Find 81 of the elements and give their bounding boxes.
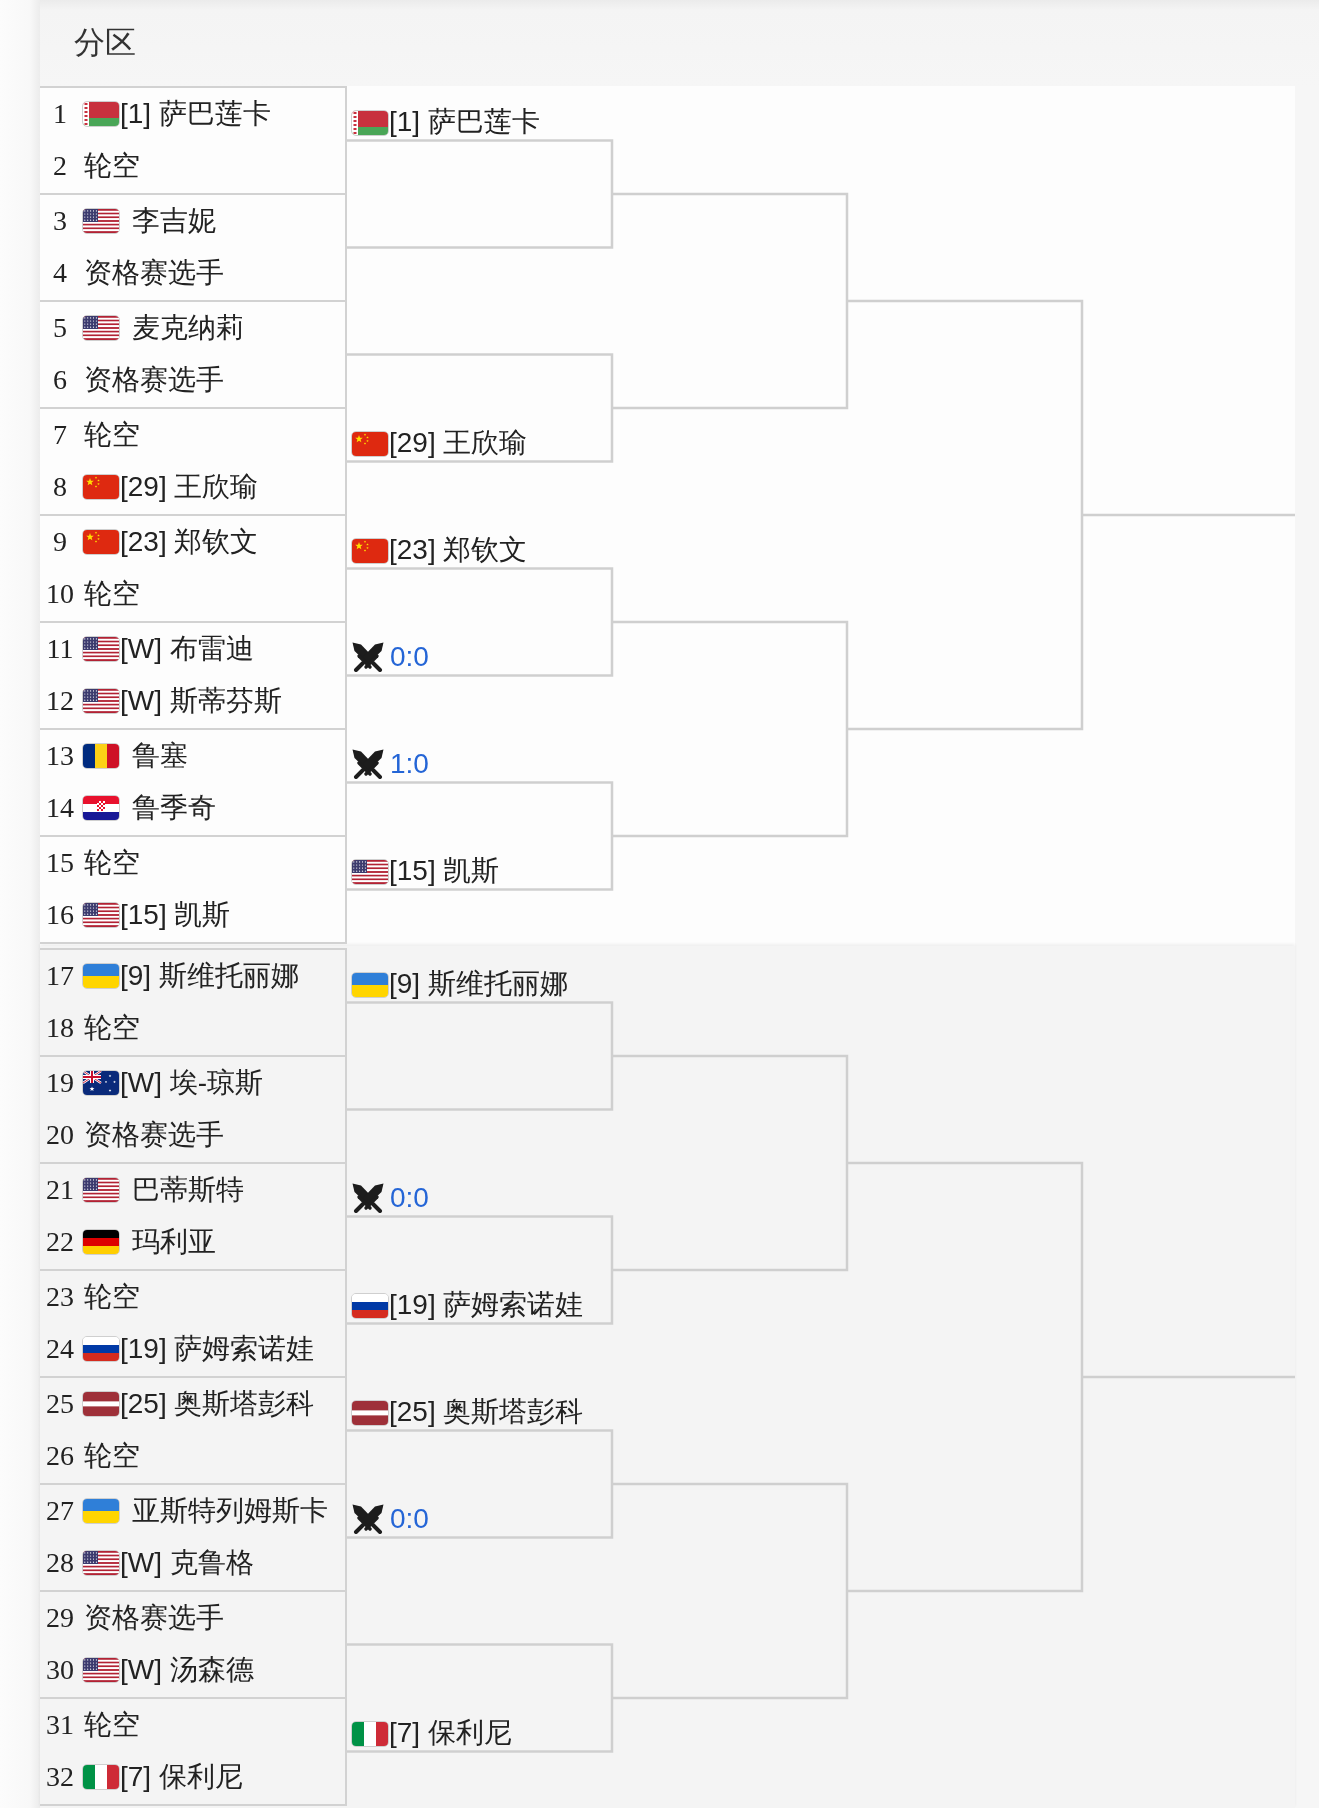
advancing-player: [25] 奥斯塔彭科 — [389, 1394, 584, 1429]
draw-pair-box — [40, 1697, 347, 1806]
player-name: [W] 布雷迪 — [120, 632, 254, 666]
draw-position-number: 20 — [45, 1118, 75, 1152]
player-name: [15] 凯斯 — [120, 898, 231, 932]
draw-position-number: 13 — [45, 739, 75, 773]
player-name: 轮空 — [84, 577, 140, 611]
advancing-player: [7] 保利尼 — [389, 1715, 512, 1750]
advancing-player: [23] 郑钦文 — [389, 532, 528, 567]
match-score: 0:0 — [390, 1501, 429, 1536]
player-name: [W] 克鲁格 — [120, 1546, 254, 1580]
player-name: 轮空 — [84, 1439, 140, 1473]
draw-position-number: 10 — [45, 577, 75, 611]
draw-position-number: 16 — [45, 898, 75, 932]
player-name: 资格赛选手 — [84, 363, 224, 397]
player-name: 轮空 — [84, 1708, 140, 1742]
player-name: [19] 萨姆索诺娃 — [120, 1332, 315, 1366]
draw-position-number: 32 — [45, 1760, 75, 1794]
draw-position-number: 14 — [45, 791, 75, 825]
player-name: 麦克纳莉 — [132, 311, 244, 345]
draw-position-number: 29 — [45, 1601, 75, 1635]
advancing-player: [19] 萨姆索诺娃 — [389, 1287, 584, 1322]
player-name: [7] 保利尼 — [120, 1760, 243, 1794]
draw-position-number: 11 — [45, 632, 75, 666]
player-name: [W] 斯蒂芬斯 — [120, 684, 282, 718]
draw-pair-box — [40, 86, 347, 195]
draw-position-number: 19 — [45, 1066, 75, 1100]
match-score: 0:0 — [390, 639, 429, 674]
player-name: 资格赛选手 — [84, 256, 224, 290]
player-name: [9] 斯维托丽娜 — [120, 959, 299, 993]
draw-pair-box — [40, 835, 347, 944]
player-name: [23] 郑钦文 — [120, 525, 259, 559]
section-title: 分区 — [74, 25, 136, 61]
draw-position-number: 22 — [45, 1225, 75, 1259]
player-name: [1] 萨巴莲卡 — [120, 97, 271, 131]
player-name: 玛利亚 — [132, 1225, 216, 1259]
draw-position-number: 9 — [52, 525, 68, 559]
draw-position-number: 2 — [52, 149, 68, 183]
draw-pair-box — [40, 948, 347, 1057]
player-name: 鲁塞 — [132, 739, 188, 773]
player-name: [29] 王欣瑜 — [120, 470, 259, 504]
draw-position-number: 5 — [52, 311, 68, 345]
player-name: 巴蒂斯特 — [132, 1173, 244, 1207]
player-name: 资格赛选手 — [84, 1601, 224, 1635]
advancing-player: [1] 萨巴莲卡 — [389, 104, 540, 139]
match-score: 1:0 — [390, 746, 429, 781]
draw-position-number: 7 — [52, 418, 68, 452]
player-name: 李吉妮 — [132, 204, 216, 238]
advancing-player: [29] 王欣瑜 — [389, 425, 528, 460]
draw-position-number: 12 — [45, 684, 75, 718]
player-name: [25] 奥斯塔彭科 — [120, 1387, 315, 1421]
draw-position-number: 4 — [52, 256, 68, 290]
player-name: [W] 埃-琼斯 — [120, 1066, 264, 1100]
player-name: 轮空 — [84, 1011, 140, 1045]
draw-position-number: 24 — [45, 1332, 75, 1366]
draw-position-number: 26 — [45, 1439, 75, 1473]
draw-position-number: 28 — [45, 1546, 75, 1580]
match-score: 0:0 — [390, 1180, 429, 1215]
draw-position-number: 8 — [52, 470, 68, 504]
draw-position-number: 30 — [45, 1653, 75, 1687]
advancing-player: [15] 凯斯 — [389, 853, 500, 888]
draw-position-number: 6 — [52, 363, 68, 397]
player-name: [W] 汤森德 — [120, 1653, 254, 1687]
player-name: 轮空 — [84, 418, 140, 452]
advancing-player: [9] 斯维托丽娜 — [389, 966, 568, 1001]
player-name: 轮空 — [84, 1280, 140, 1314]
draw-position-number: 27 — [45, 1494, 75, 1528]
draw-position-number: 3 — [52, 204, 68, 238]
draw-position-number: 15 — [45, 846, 75, 880]
draw-position-number: 21 — [45, 1173, 75, 1207]
draw-position-number: 17 — [45, 959, 75, 993]
player-name: 资格赛选手 — [84, 1118, 224, 1152]
draw-position-number: 25 — [45, 1387, 75, 1421]
draw-position-number: 1 — [52, 97, 68, 131]
player-name: 轮空 — [84, 846, 140, 880]
draw-position-number: 18 — [45, 1011, 75, 1045]
player-name: 鲁季奇 — [132, 791, 216, 825]
draw-position-number: 23 — [45, 1280, 75, 1314]
player-name: 轮空 — [84, 149, 140, 183]
player-name: 亚斯特列姆斯卡 — [132, 1494, 328, 1528]
draw-position-number: 31 — [45, 1708, 75, 1742]
